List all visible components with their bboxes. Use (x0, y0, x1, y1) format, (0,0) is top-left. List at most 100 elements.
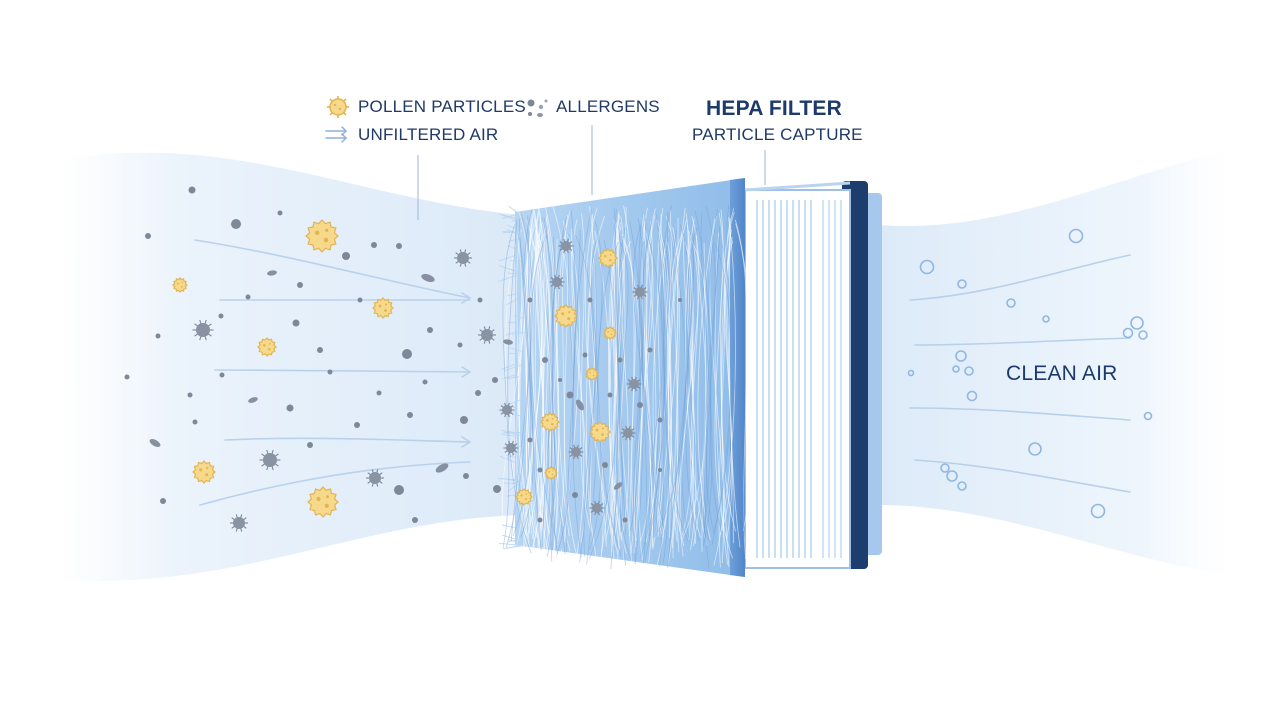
filter-fiber-edge (507, 245, 518, 250)
allergen-particle (230, 514, 248, 532)
filter-fiber (611, 219, 626, 552)
filter-fiber (623, 205, 635, 537)
filter-fiber (697, 218, 716, 541)
allergen-dust (317, 347, 323, 353)
allergen-dust (327, 369, 333, 375)
filter-fiber (566, 229, 581, 552)
legend-unfiltered-air-label: UNFILTERED AIR (358, 125, 499, 144)
filter-fiber (543, 217, 554, 551)
filter-fiber (687, 224, 694, 540)
clean-air-bubble (1006, 298, 1016, 308)
filter-fiber (563, 234, 580, 543)
allergen-dust (460, 416, 468, 424)
pollen-particle (372, 297, 394, 319)
filter-fiber (524, 222, 537, 546)
filter-fiber (687, 230, 701, 538)
allergen-dust (572, 492, 578, 498)
filter-fiber-edge (499, 542, 519, 546)
clean-air-bubble (964, 366, 974, 376)
filter-fiber-edge (499, 254, 517, 262)
allergen-particle (149, 439, 161, 447)
filter-fiber-edge (513, 480, 523, 483)
allergen-dust (231, 219, 241, 229)
allergen-dust (647, 347, 653, 353)
pollen-particle (307, 486, 339, 518)
filter-fiber-edge (507, 538, 522, 543)
filter-fiber-edge (507, 224, 518, 230)
filter-fiber-edge (501, 430, 521, 434)
filter-fiber (561, 210, 576, 550)
filter-fiber (562, 220, 578, 558)
allergen-dust (602, 462, 608, 468)
pollen-particle (172, 277, 188, 293)
filter-fiber (527, 207, 545, 563)
allergen-icon (527, 99, 548, 117)
allergen-particle (503, 339, 513, 345)
allergen-dust (188, 186, 196, 194)
filter-fiber (632, 224, 658, 538)
clean-air-bubble (1122, 327, 1134, 339)
allergen-particle (549, 274, 565, 290)
allergen-dust (357, 297, 363, 303)
filter-fiber (685, 233, 700, 542)
filter-fiber (735, 223, 755, 531)
clean-air-bubble (1090, 503, 1106, 519)
clean-air-stream (880, 150, 1230, 575)
allergen-dust (527, 297, 533, 303)
filter-fiber (657, 228, 686, 532)
allergen-particle (421, 273, 435, 283)
pollen-particle (603, 326, 617, 340)
filter-fiber (725, 205, 745, 543)
filter-fiber (667, 218, 688, 542)
clean-air-bubble (940, 463, 950, 473)
allergen-particle (192, 319, 214, 341)
filter-fiber (648, 239, 670, 540)
allergen-particle (613, 482, 623, 490)
filter-fiber-edge (511, 217, 524, 223)
filter-fiber (618, 225, 627, 566)
allergen-particle (626, 376, 642, 392)
filter-fiber (709, 236, 723, 533)
allergen-dust (187, 392, 193, 398)
filter-fiber (638, 212, 647, 564)
filter-fiber (548, 216, 568, 562)
allergen-particle (478, 326, 496, 344)
filter-fiber (644, 214, 665, 561)
filter-fiber (629, 221, 644, 563)
airflow-arrowheads (461, 292, 472, 448)
filter-fiber (589, 239, 619, 560)
filter-fiber (711, 242, 732, 546)
filter-fiber-edge (512, 331, 525, 336)
filter-fiber (527, 215, 542, 550)
clean-air-bubble (919, 259, 935, 275)
filter-fiber (686, 227, 710, 569)
filter-fiber (542, 220, 551, 564)
filter-fiber (522, 205, 548, 552)
allergen-dust (566, 391, 574, 399)
filter-fiber-edge (501, 214, 516, 220)
filter-fiber (571, 218, 588, 543)
allergen-particle (435, 463, 449, 473)
allergen-dust (657, 417, 663, 423)
filter-fiber-edge (509, 347, 523, 352)
filter-fiber-edge (502, 230, 522, 233)
pollen-particle (257, 337, 277, 357)
airflow-arrows-icon (325, 126, 348, 143)
allergen-dust (342, 252, 350, 260)
allergen-dust (582, 352, 588, 358)
filter-fiber (589, 240, 604, 560)
pollen-particle (544, 466, 558, 480)
filter-fiber (703, 209, 718, 547)
filter-fiber (719, 211, 735, 536)
airflow-lines (194, 239, 471, 506)
allergen-dust (145, 233, 151, 239)
filter-fiber-edge (515, 539, 524, 545)
filter-fiber-edge (509, 352, 519, 355)
filter-fiber (546, 228, 560, 552)
allergen-particle (267, 270, 277, 276)
allergen-dust (292, 319, 300, 327)
filter-fiber (652, 211, 668, 539)
allergen-dust (307, 442, 313, 448)
